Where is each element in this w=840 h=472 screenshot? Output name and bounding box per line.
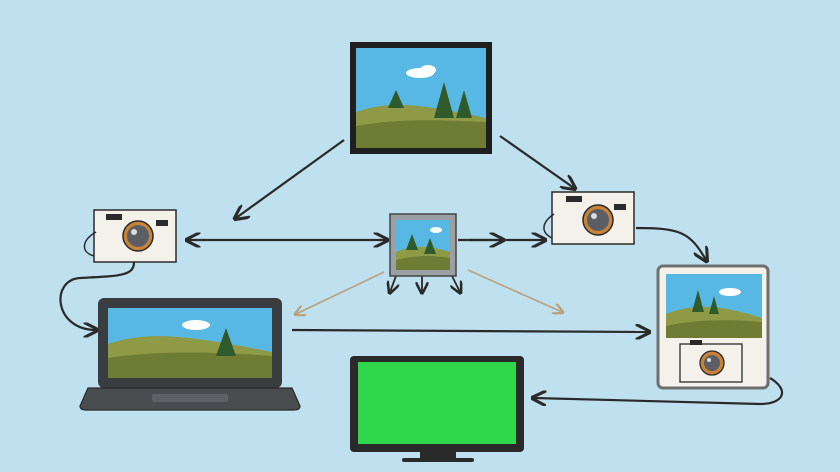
arrow-small-photo-down-left	[390, 275, 396, 292]
photo-print-with-camera-icon[interactable]	[656, 264, 770, 390]
arrow-right-camera-to-print	[635, 226, 706, 260]
arrows	[59, 135, 784, 404]
laptop-icon[interactable]	[79, 298, 301, 411]
arrow-print-to-monitor	[534, 377, 784, 404]
arrow-faint-left	[296, 271, 385, 314]
arrow-small-photo-down-right	[452, 275, 460, 292]
camera-icon[interactable]	[83, 209, 177, 263]
monitor-icon[interactable]	[350, 356, 524, 462]
arrow-laptop-to-print	[291, 330, 648, 332]
arrow-faint-right	[467, 269, 562, 312]
arrow-photo-to-left-camera	[236, 139, 345, 218]
arrow-photo-to-right-camera	[499, 135, 574, 188]
camera-icon-right[interactable]	[543, 191, 635, 245]
framed-landscape-photo-icon	[350, 42, 492, 154]
small-photo-icon[interactable]	[389, 213, 457, 277]
arrow-left-camera-to-laptop	[59, 261, 136, 330]
